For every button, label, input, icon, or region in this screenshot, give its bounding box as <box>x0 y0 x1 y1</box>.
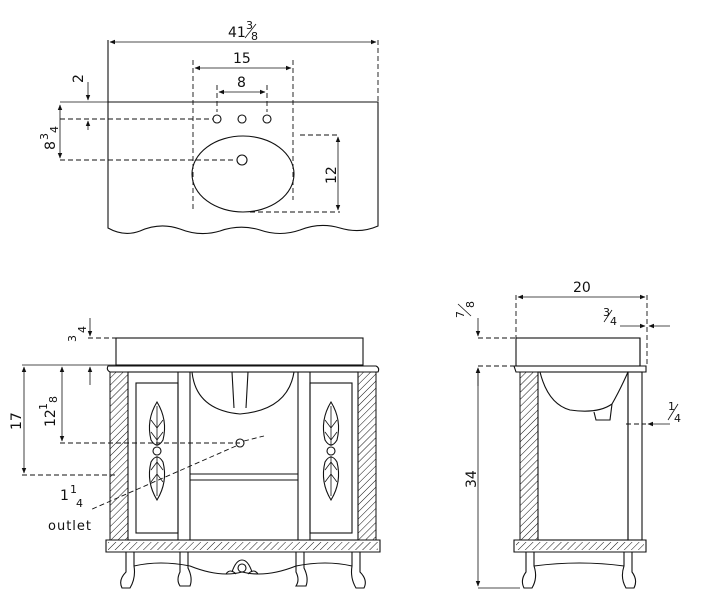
side-inset-den: 4 <box>674 412 681 425</box>
frac-slash <box>244 23 257 39</box>
side-depth-value: 20 <box>573 280 591 296</box>
faucet-depth-frac-num: 3 <box>38 133 51 140</box>
side-leg-front <box>521 552 537 589</box>
side-view: 20 3 4 1 4 7 8 <box>454 280 681 589</box>
overall-width-frac-den: 8 <box>251 30 258 43</box>
top-view: 41 3 8 15 8 2 8 3 4 <box>38 19 379 235</box>
side-height-value: 34 <box>464 470 480 488</box>
faucet-depth-whole: 8 <box>43 141 59 150</box>
overall-width-frac-num: 3 <box>246 19 253 32</box>
drain-height-frac-num: 1 <box>37 403 50 410</box>
side-overhang-den: 4 <box>610 315 617 328</box>
front-right-post <box>357 371 377 541</box>
side-apron <box>533 562 625 567</box>
side-inset-num: 1 <box>668 400 675 413</box>
side-plinth-hatch <box>516 542 644 550</box>
side-leg-back <box>621 552 637 589</box>
right-carving <box>322 400 340 502</box>
front-leg-left <box>120 552 136 589</box>
sink-depth-value: 12 <box>324 166 340 184</box>
outlet-size-whole: 1 <box>60 488 69 504</box>
outlet-label: outlet <box>48 519 92 534</box>
side-top-thickness-den: 8 <box>464 301 477 308</box>
front-view: 17 12 1 8 3 4 1 1 4 outlet <box>9 318 381 589</box>
outlet-size-den: 4 <box>76 497 83 510</box>
front-sink-bowl <box>191 371 295 415</box>
side-back-post <box>627 371 643 541</box>
edge-offset-value: 2 <box>71 74 87 83</box>
sink-bowl-outline <box>191 135 295 213</box>
left-carving <box>148 400 166 502</box>
front-left-post <box>109 371 129 541</box>
drain-hole <box>236 154 248 166</box>
outlet-size-num: 1 <box>70 483 77 496</box>
side-countertop <box>515 337 641 367</box>
drain-height-whole: 12 <box>43 409 59 427</box>
front-top-thickness-num: 3 <box>66 335 79 342</box>
side-top-thickness-num: 7 <box>454 311 467 318</box>
outlet-leader <box>89 445 237 511</box>
side-overhang-slash <box>603 309 613 323</box>
outlet-height-value: 17 <box>9 412 25 430</box>
side-plinth <box>513 539 647 553</box>
front-sink-drain <box>231 371 249 409</box>
side-sink-bowl <box>539 371 629 412</box>
front-top-thickness-den: 4 <box>76 326 89 333</box>
front-shell-ornament <box>225 559 259 575</box>
front-cabinet-body <box>127 371 359 541</box>
drain-height-frac-den: 8 <box>47 396 60 403</box>
side-inset-slash <box>667 403 679 421</box>
faucet-spread-value: 8 <box>237 75 246 91</box>
front-countertop <box>115 337 364 366</box>
faucet-hole-center <box>237 114 247 124</box>
sink-width-value: 15 <box>233 51 251 67</box>
faucet-hole-left <box>212 114 222 124</box>
front-leg-inner-right <box>294 552 308 587</box>
front-plinth-hatch <box>108 542 378 550</box>
side-top-rail <box>513 365 647 373</box>
faucet-depth-frac-den: 4 <box>48 126 61 133</box>
side-sink-drain <box>593 403 613 421</box>
front-top-rail <box>106 365 380 373</box>
front-leg-right <box>350 552 366 589</box>
front-leg-inner-left <box>177 552 192 587</box>
faucet-hole-right <box>262 114 272 124</box>
side-front-post <box>519 371 539 541</box>
side-overhang-num: 3 <box>603 306 610 319</box>
overall-width-value: 41 <box>228 25 246 41</box>
countertop-outline <box>107 101 379 235</box>
outlet-hole <box>235 438 245 448</box>
front-plinth <box>105 539 381 553</box>
outlet-leader-right <box>243 435 265 442</box>
